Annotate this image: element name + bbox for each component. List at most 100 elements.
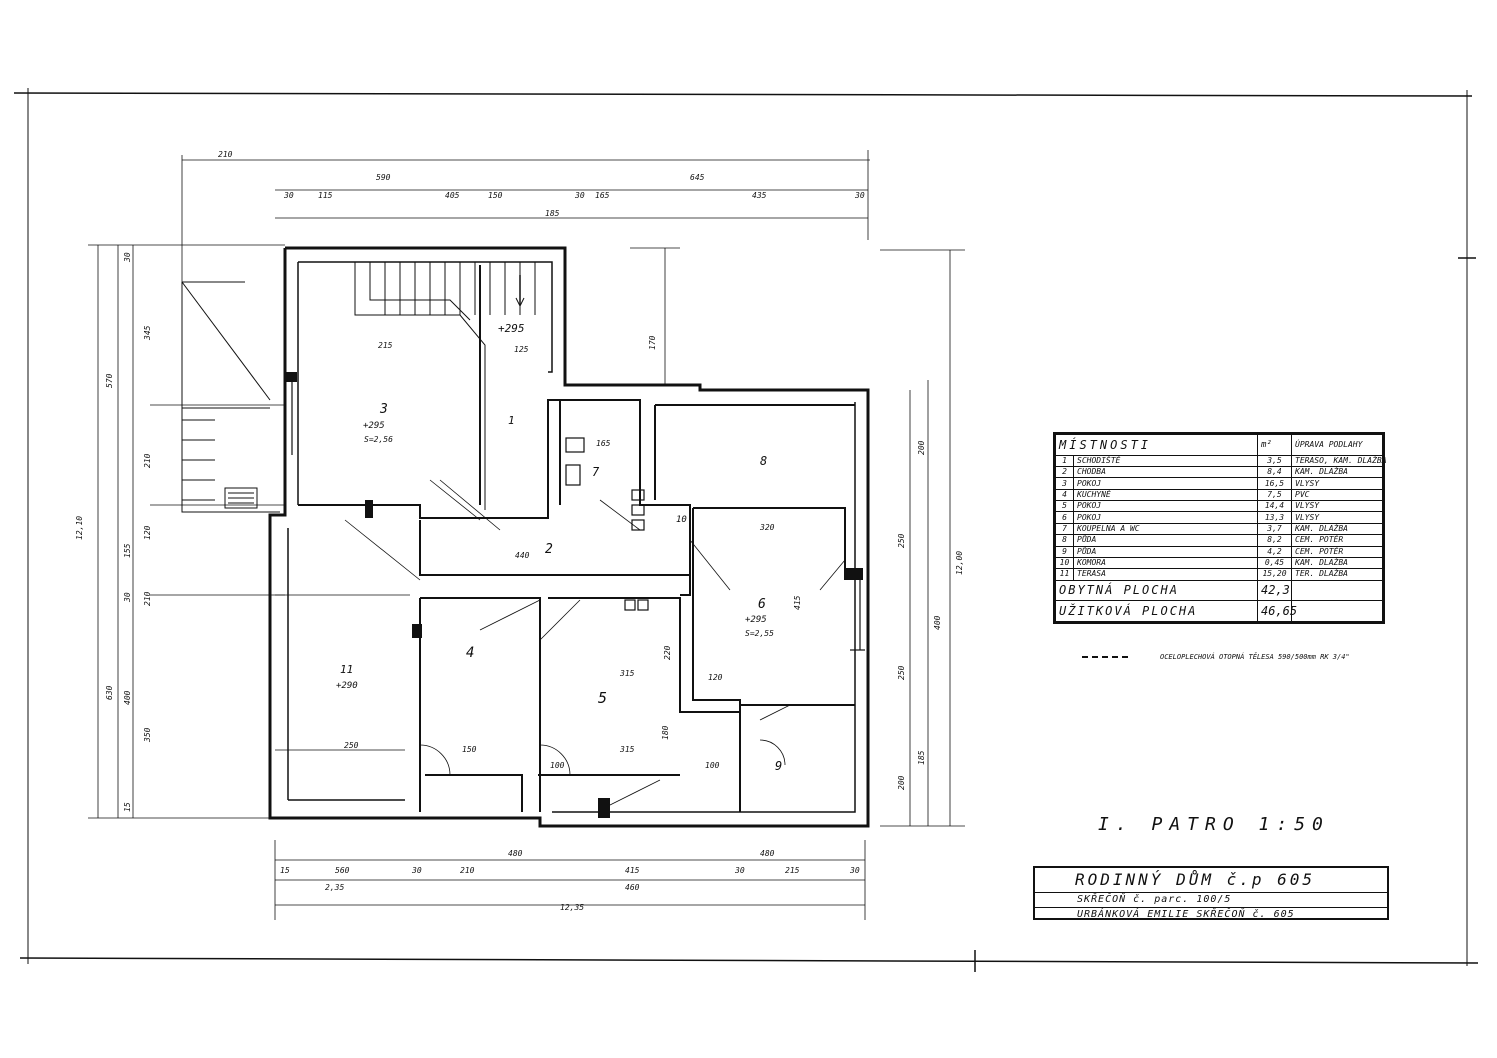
room-label-4: 4 xyxy=(466,645,474,661)
radiator-note-text: OCELOPLECHOVÁ OTOPNÁ TĚLESA 590/500mm RK… xyxy=(1160,653,1350,661)
title-line-2: SKŘEČOŇ č. parc. 100/5 xyxy=(1035,893,1387,908)
dim-inner-10: 100 xyxy=(550,761,565,770)
title-line-3: URBÁNKOVÁ EMILIE SKŘEČOŇ č. 605 xyxy=(1077,909,1295,920)
dim-inner-6: 215 xyxy=(378,341,393,350)
dim-bot-11: 2,35 xyxy=(325,883,344,892)
legend-cell-area: 13,3 xyxy=(1257,511,1292,524)
legend-cell-area: 15,20 xyxy=(1257,568,1292,581)
dim-inner-11: 100 xyxy=(705,761,720,770)
dim-inner-12: 120 xyxy=(708,673,723,682)
dim-left-10: 15 xyxy=(123,802,132,812)
floor-title: I. PATRO 1:50 xyxy=(1098,814,1330,835)
legend-cell-area: 7,5 xyxy=(1257,488,1292,502)
legend-cell-floor: VLYSY xyxy=(1291,477,1383,490)
room-label-3: 3 xyxy=(379,402,388,417)
dim-left-9: 350 xyxy=(143,727,152,743)
legend-cell-area: 14,4 xyxy=(1257,500,1292,513)
legend-cell-n: 3 xyxy=(1055,477,1074,490)
legend-cell-name: KUCHYNĚ xyxy=(1073,488,1258,502)
dim-top-6: 405 xyxy=(445,191,460,200)
legend-header-m2: m² xyxy=(1257,434,1292,456)
legend-cell-name: CHODBA xyxy=(1073,465,1258,479)
legend-cell-n: 4 xyxy=(1055,488,1074,502)
legend-cell-n: 2 xyxy=(1055,465,1074,479)
dim-left-5: 120 xyxy=(143,525,152,540)
dimension-lines xyxy=(88,150,965,920)
legend-cell-floor: KAM. DLAŽBA xyxy=(1291,556,1383,570)
dim-inner-13: 165 xyxy=(596,439,611,448)
dim-left-2: 345 xyxy=(143,325,152,341)
legend-cell-name: KOMORA xyxy=(1073,556,1258,570)
dim-bot-9: 215 xyxy=(785,866,800,875)
legend-header-floor: ÚPRAVA PODLAHY xyxy=(1291,434,1383,456)
legend-cell-area: 0,45 xyxy=(1257,556,1292,570)
stair-elevation: +295 xyxy=(498,322,525,335)
legend-usable-label: UŽITKOVÁ PLOCHA xyxy=(1055,600,1258,622)
dim-right-1: 200 xyxy=(917,440,926,455)
room-label-5: 5 xyxy=(598,689,607,707)
room-label-8: 8 xyxy=(760,454,767,468)
legend-cell-name: PŮDA xyxy=(1073,534,1258,547)
staircase xyxy=(354,262,536,510)
legend-usable-value: 46,65 xyxy=(1257,600,1297,622)
room-label-2: 2 xyxy=(545,542,553,557)
dim-right-5: 185 xyxy=(917,750,926,765)
legend-cell-area: 8,4 xyxy=(1257,465,1292,479)
dim-right-4: 250 xyxy=(897,665,906,680)
legend-cell-floor: CEM. POTĚR xyxy=(1291,534,1383,547)
room-area-6: S=2,55 xyxy=(745,629,774,638)
dim-top-11: 30 xyxy=(854,191,865,200)
dim-left-mid-2: 630 xyxy=(105,685,114,700)
dim-left-total: 12,10 xyxy=(75,516,84,540)
title-line-1: RODINNÝ DŮM č.p 605 xyxy=(1035,868,1387,893)
dim-inner-16: 125 xyxy=(514,345,529,354)
dim-bot-12: 460 xyxy=(625,883,640,892)
dim-bot-5: 30 xyxy=(411,866,422,875)
legend-cell-floor: VLYSY xyxy=(1291,511,1383,524)
dim-bot-2: 480 xyxy=(760,849,775,858)
legend-cell-floor: TER. DLAŽBA xyxy=(1291,568,1383,581)
sheet-frame-bottom xyxy=(19,957,1479,964)
dim-inner-9: 180 xyxy=(661,725,670,740)
legend-cell-area: 16,5 xyxy=(1257,477,1292,490)
entry-steps xyxy=(181,281,280,513)
room-label-1: 1 xyxy=(508,414,515,427)
legend-cell-name: POKOJ xyxy=(1073,477,1258,490)
dim-bot-3: 15 xyxy=(280,866,290,875)
dim-bot-total: 12,35 xyxy=(560,903,584,912)
legend-living-value: 42,3 xyxy=(1257,579,1292,602)
dim-inner-5: 320 xyxy=(759,523,775,532)
dim-left-6: 30 xyxy=(123,592,132,603)
room-area-3: S=2,56 xyxy=(364,435,393,444)
legend-cell-name: POKOJ xyxy=(1073,511,1258,524)
dim-top-7: 150 xyxy=(488,191,503,200)
room-elev-11: +290 xyxy=(336,681,358,691)
dim-bot-10: 30 xyxy=(849,866,860,875)
room-elev-3: +295 xyxy=(363,421,385,431)
interior-walls xyxy=(298,265,855,812)
room-label-7: 7 xyxy=(592,465,600,479)
room-labels: 3 +295 S=2,56 1 +295 2 7 8 10 6 +295 S=2… xyxy=(336,322,782,773)
legend-cell-floor: PVC xyxy=(1291,488,1383,502)
legend-cell-area: 4,2 xyxy=(1257,545,1292,558)
legend-living-label: OBYTNÁ PLOCHA xyxy=(1055,579,1258,602)
legend-cell-n: 1 xyxy=(1055,454,1074,468)
legend-cell-n: 9 xyxy=(1055,545,1074,558)
dim-inner-3: 315 xyxy=(619,745,635,754)
dim-inner-15: 150 xyxy=(462,745,477,754)
legend-cell-floor: KAM. DLAŽBA xyxy=(1291,465,1383,479)
dim-left-1: 30 xyxy=(123,252,132,263)
dim-left-3: 210 xyxy=(143,453,152,468)
dim-left-mid-1: 570 xyxy=(105,373,114,388)
legend-cell-floor: CEM. POTĚR xyxy=(1291,545,1383,558)
legend-cell-n: 8 xyxy=(1055,534,1074,547)
